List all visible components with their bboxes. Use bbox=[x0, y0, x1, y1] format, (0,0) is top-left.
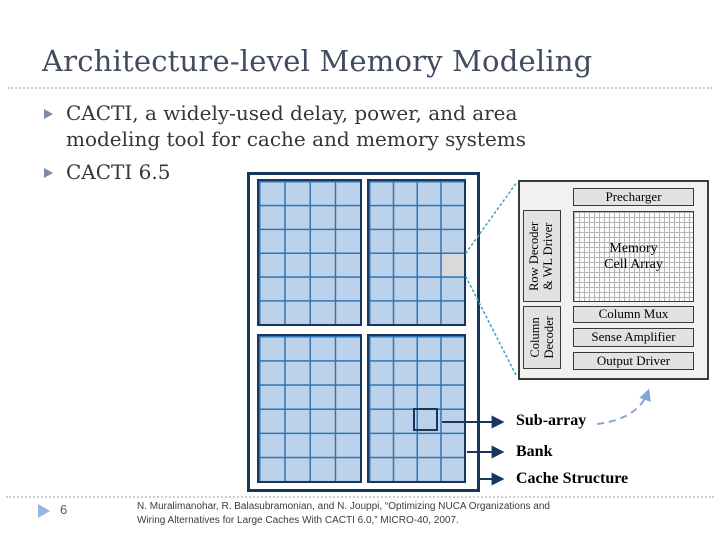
bank-bottom-right bbox=[367, 334, 466, 483]
cache-structure-box bbox=[247, 172, 480, 492]
footer-triangle-icon bbox=[38, 504, 50, 518]
footer-divider bbox=[6, 496, 714, 498]
precharger-block: Precharger bbox=[573, 188, 694, 206]
sense-amplifier-block: Sense Amplifier bbox=[573, 328, 694, 347]
subarray-outline-square bbox=[413, 408, 438, 431]
highlighted-subarray-cell bbox=[441, 254, 464, 277]
title-divider bbox=[8, 87, 712, 89]
bank-top-left bbox=[257, 179, 362, 326]
slide-title: Architecture-level Memory Modeling bbox=[42, 44, 593, 78]
bullet-item: CACTI 6.5 bbox=[42, 159, 547, 185]
column-mux-block: Column Mux bbox=[573, 306, 694, 323]
column-decoder-line2: Decoder bbox=[542, 316, 556, 359]
subarray-callout-label: Sub-array bbox=[516, 412, 587, 429]
bank-top-right bbox=[367, 179, 466, 326]
citation-text: N. Muralimanohar, R. Balasubramonian, an… bbox=[137, 501, 550, 527]
bullet-triangle-icon bbox=[44, 168, 53, 178]
bullet-text: CACTI, a widely-used delay, power, and a… bbox=[66, 101, 527, 151]
subarray-curve-arrow bbox=[596, 388, 651, 425]
column-decoder-label: Column Decoder bbox=[528, 316, 557, 358]
bullet-triangle-icon bbox=[44, 109, 53, 119]
cache-structure-callout-label: Cache Structure bbox=[516, 470, 629, 487]
row-decoder-block: Row Decoder & WL Driver bbox=[523, 210, 561, 302]
bullet-list: CACTI, a widely-used delay, power, and a… bbox=[42, 100, 547, 192]
memory-cell-array-block: Memory Cell Array bbox=[573, 211, 694, 302]
memory-array-line1: Memory bbox=[609, 241, 658, 257]
row-decoder-line1: Row Decoder bbox=[527, 221, 542, 291]
row-decoder-line2: & WL Driver bbox=[542, 222, 557, 290]
column-decoder-block: Column Decoder bbox=[523, 306, 561, 369]
memory-array-line2: Cell Array bbox=[604, 256, 663, 272]
page-number: 6 bbox=[60, 502, 68, 517]
bullet-text: CACTI 6.5 bbox=[66, 160, 171, 184]
output-driver-block: Output Driver bbox=[573, 352, 694, 370]
memory-array-label: Memory Cell Array bbox=[604, 241, 663, 272]
subarray-detail-box: Precharger Row Decoder & WL Driver Memor… bbox=[518, 180, 709, 380]
row-decoder-label: Row Decoder & WL Driver bbox=[528, 221, 557, 290]
column-decoder-line1: Column bbox=[527, 317, 542, 358]
bullet-item: CACTI, a widely-used delay, power, and a… bbox=[42, 100, 547, 152]
bank-callout-label: Bank bbox=[516, 443, 553, 460]
bank-bottom-left bbox=[257, 334, 362, 483]
